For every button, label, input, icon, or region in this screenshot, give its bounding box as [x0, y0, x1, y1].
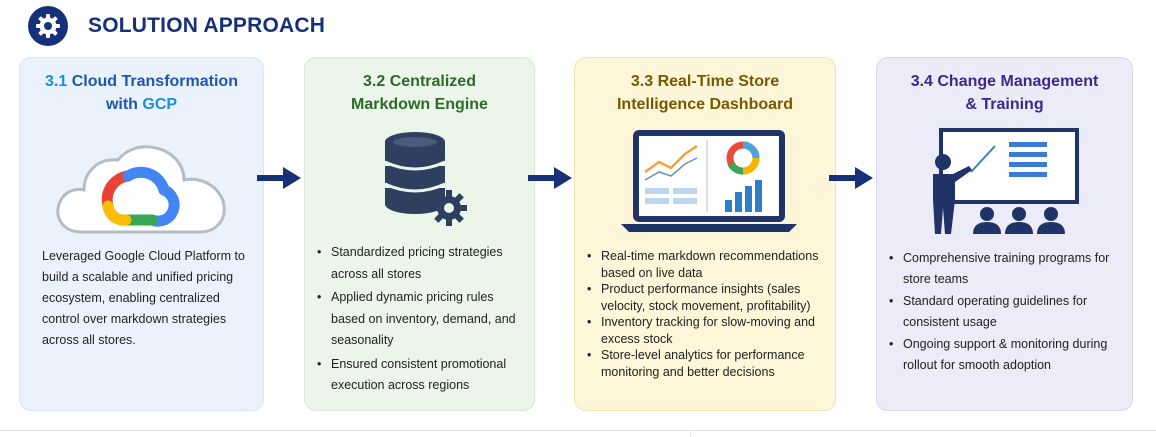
card-intelligence-dashboard: 3.3 Real-Time Store Intelligence Dashboa…	[574, 57, 836, 411]
list-item: Ensured consistent promotional execution…	[317, 354, 529, 397]
card-description: Leveraged Google Cloud Platform to build…	[42, 249, 245, 347]
list-item: Inventory tracking for slow-moving and e…	[587, 314, 832, 347]
card-cloud-transformation: 3.1 Cloud Transformation with GCP Leverag…	[19, 57, 264, 411]
card-title: 3.2 Centralized Markdown Engine	[351, 73, 488, 113]
presentation-training-icon	[933, 128, 1079, 234]
google-cloud-icon	[56, 145, 226, 234]
bullet-list: Comprehensive training programs for stor…	[889, 248, 1129, 377]
database-gear-icon	[384, 132, 467, 226]
card-title-line1: Cloud Transformation	[71, 73, 238, 90]
bullet-list: Standardized pricing strategies across a…	[317, 242, 529, 399]
card-title: 3.1 Cloud Transformation with GCP	[20, 70, 263, 116]
list-item: Store-level analytics for performance mo…	[587, 347, 832, 380]
card-number: 3.1	[45, 73, 68, 90]
arrow-right-icon	[829, 167, 873, 189]
list-item: Real-time markdown recommendations based…	[587, 248, 832, 281]
bottom-divider	[0, 430, 1156, 431]
bottom-divider-tick	[690, 430, 691, 437]
header: SOLUTION APPROACH	[28, 6, 325, 46]
card-title-brand: GCP	[142, 96, 178, 113]
list-item: Product performance insights (sales velo…	[587, 281, 832, 314]
card-markdown-engine: 3.2 Centralized Markdown Engine	[304, 57, 535, 411]
page-title: SOLUTION APPROACH	[88, 14, 326, 37]
arrow-right-icon	[257, 167, 301, 189]
list-item: Standardized pricing strategies across a…	[317, 242, 529, 285]
laptop-dashboard-icon	[621, 130, 797, 232]
arrow-right-icon	[528, 167, 572, 189]
card-title-line2-prefix: with	[105, 96, 143, 113]
gear-icon	[28, 6, 68, 46]
card-title: 3.4 Change Management & Training	[910, 73, 1099, 113]
list-item: Standard operating guidelines for consis…	[889, 291, 1129, 333]
list-item: Ongoing support & monitoring during roll…	[889, 334, 1129, 376]
bullet-list: Real-time markdown recommendations based…	[587, 248, 832, 380]
card-title: 3.3 Real-Time Store Intelligence Dashboa…	[616, 73, 794, 113]
list-item: Applied dynamic pricing rules based on i…	[317, 287, 529, 352]
list-item: Comprehensive training programs for stor…	[889, 248, 1129, 290]
card-change-management: 3.4 Change Management & Training Compreh…	[876, 57, 1133, 411]
